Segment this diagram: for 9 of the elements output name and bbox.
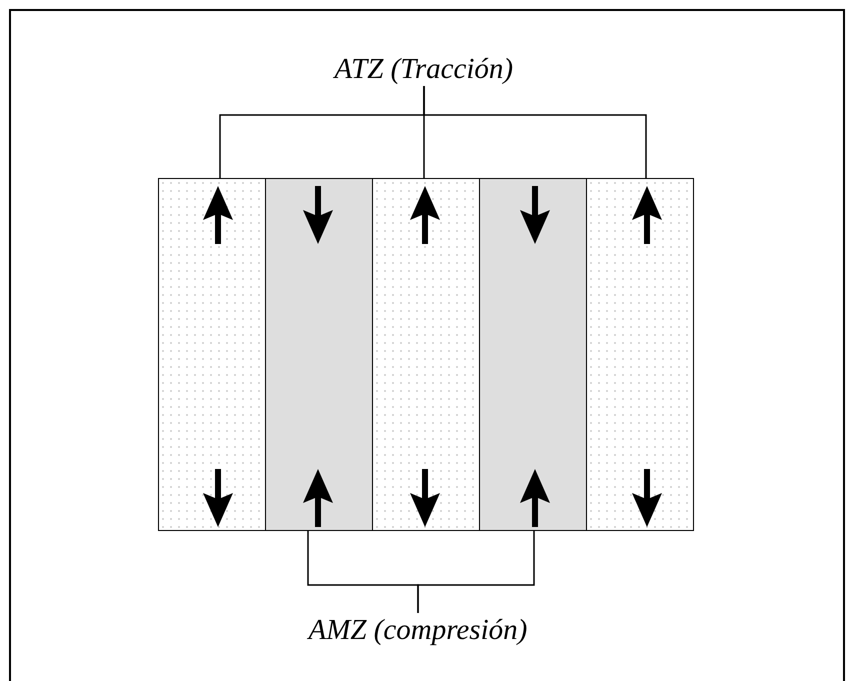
- dotted-strip-drawing: [586, 178, 694, 531]
- dotted-strip-drawing: [158, 178, 266, 531]
- shaded-strip-drawing: [265, 178, 373, 531]
- leader-line: [417, 531, 535, 613]
- leader-line: [423, 86, 647, 178]
- zone-label: ATZ (Tracción): [334, 52, 514, 86]
- zone-label: AMZ (compresión): [308, 613, 528, 647]
- dotted-strip-drawing: [372, 178, 480, 531]
- shaded-strip-drawing: [479, 178, 587, 531]
